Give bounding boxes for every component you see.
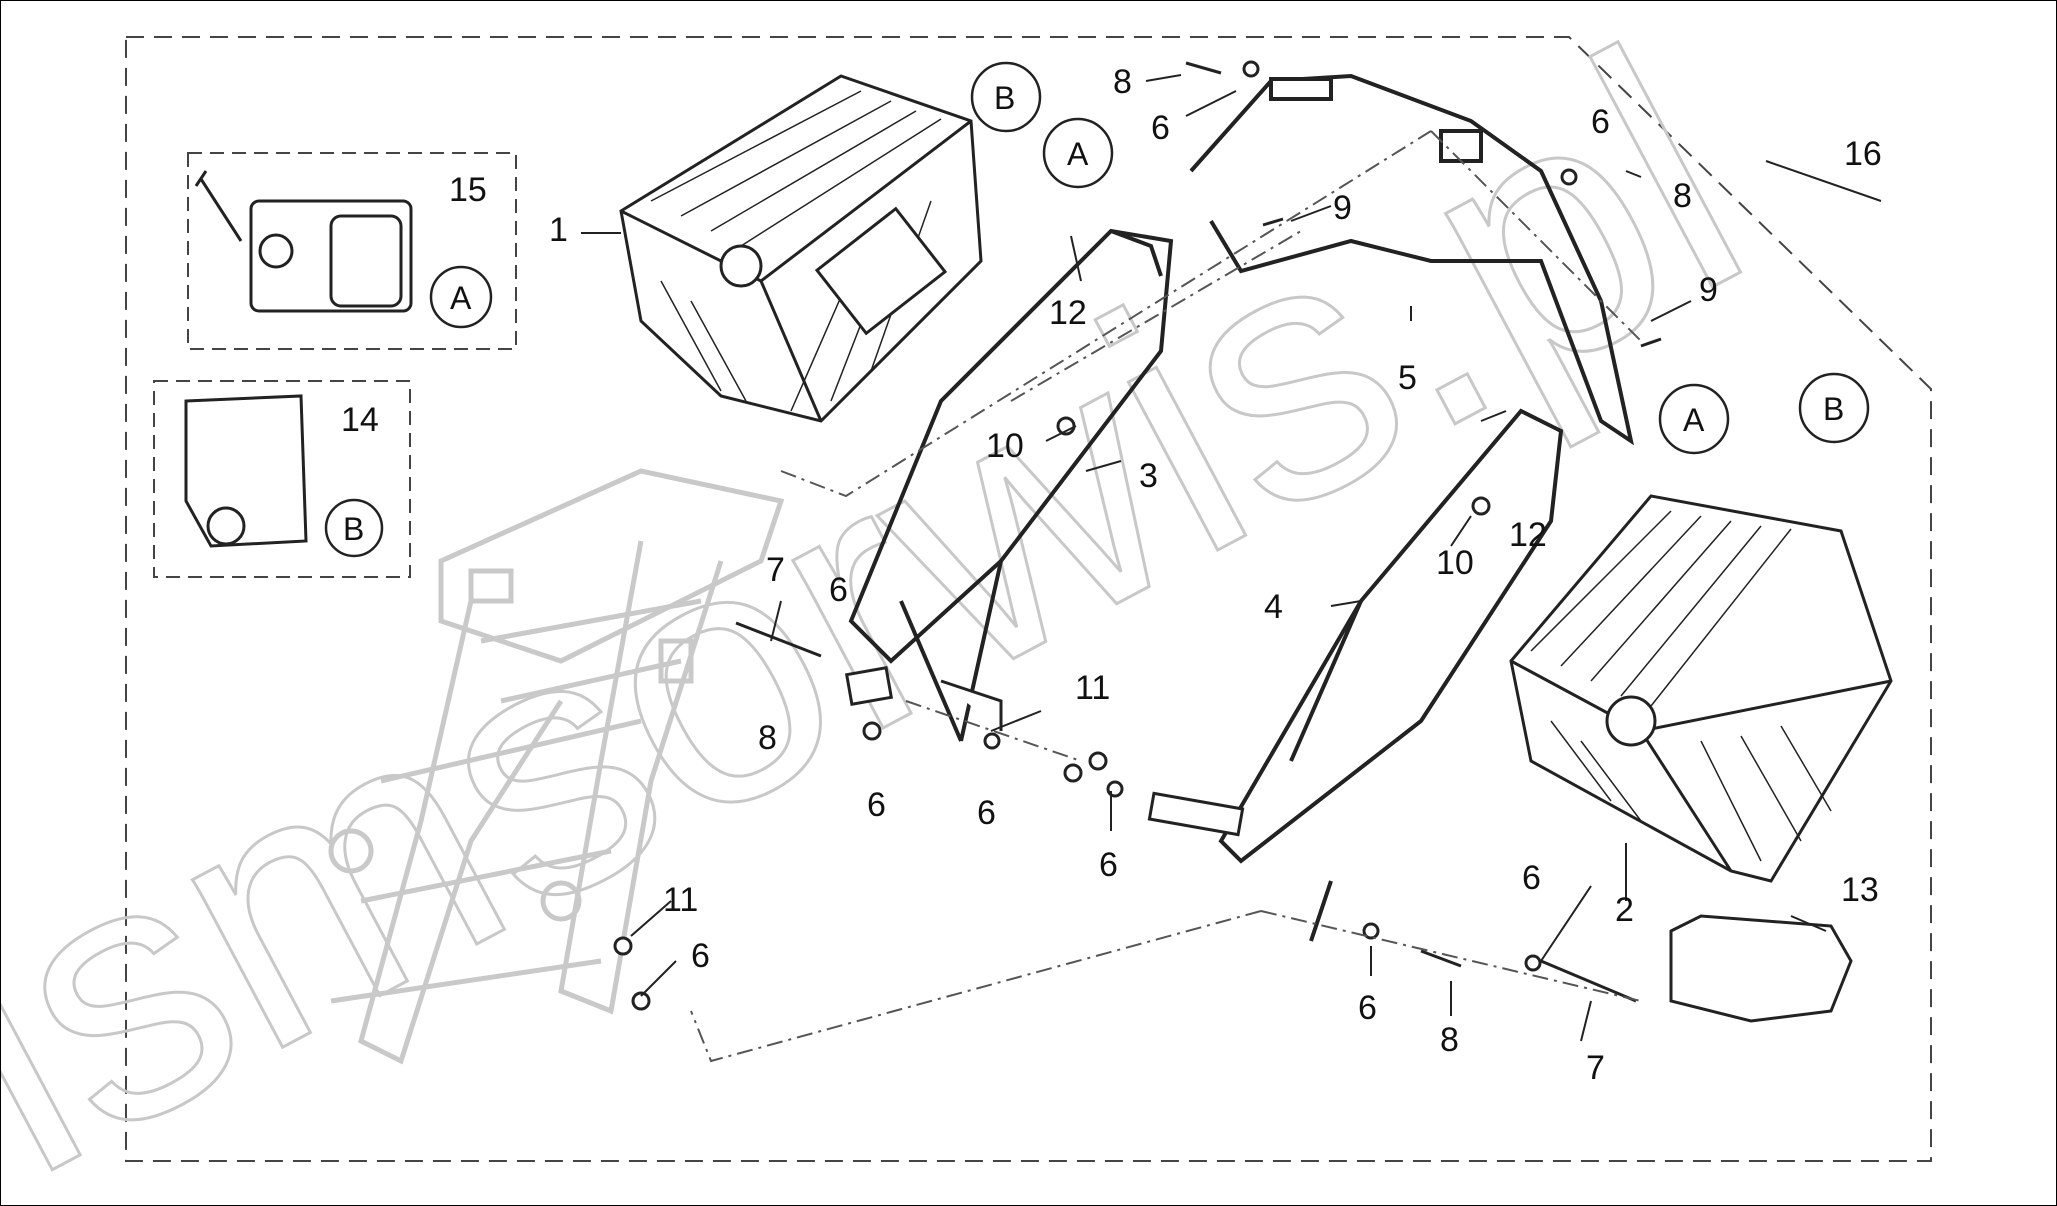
leader-lines — [581, 74, 1882, 1042]
ref-letter-b-case1: B — [994, 80, 1015, 116]
ref-circle-b-case1 — [970, 61, 1042, 133]
ref-circle-b-inset14 — [324, 498, 384, 558]
callout-10-left: 10 — [986, 427, 1024, 465]
ref-circle-a-inset15 — [429, 265, 493, 329]
ref-letter-a-case2: A — [1683, 402, 1705, 438]
ref-circle-b-case2 — [1798, 372, 1870, 444]
rear-frame-ghost — [328, 468, 785, 1065]
callout-11-mid: 11 — [1075, 669, 1110, 707]
callout-6-lower-d: 6 — [1358, 989, 1377, 1027]
ref-circle-a-case2 — [1658, 383, 1730, 455]
callout-7-right: 7 — [1586, 1049, 1605, 1087]
callout-6-lower-e: 6 — [1522, 859, 1541, 897]
inset-box-14 — [153, 380, 411, 578]
lock-set-drawing — [194, 170, 413, 313]
callout-8-mid-left: 8 — [758, 719, 777, 757]
callout-4: 4 — [1264, 588, 1283, 626]
callout-7-left: 7 — [766, 551, 785, 589]
callout-8-top-left: 8 — [1113, 63, 1132, 101]
callout-2: 2 — [1615, 891, 1634, 929]
case-carrier-right — [1218, 408, 1564, 942]
ref-letter-a-inset15: A — [450, 280, 472, 316]
inset-box-15 — [187, 152, 517, 350]
callout-12-left: 12 — [1049, 294, 1087, 332]
side-case-left — [619, 74, 983, 423]
callout-6-lower-b: 6 — [977, 794, 996, 832]
callout-6-mid-left: 6 — [829, 571, 848, 609]
callout-16: 16 — [1844, 135, 1882, 173]
callout-6-lower-c: 6 — [1099, 846, 1118, 884]
callout-11-bottom-left: 11 — [663, 881, 698, 919]
callout-6-lower-a: 6 — [867, 786, 886, 824]
callout-1: 1 — [549, 211, 568, 249]
callout-8-bottom: 8 — [1440, 1021, 1459, 1059]
callout-6-bottom-left: 6 — [691, 937, 710, 975]
reference-circles — [324, 61, 1870, 558]
callout-9-right: 9 — [1699, 271, 1718, 309]
ref-letter-b-case2: B — [1823, 391, 1844, 427]
callout-12-right: 12 — [1509, 516, 1547, 554]
callout-9-top: 9 — [1333, 189, 1352, 227]
latch-drawing — [184, 394, 308, 548]
assembly-lines — [690, 130, 1642, 1063]
callout-3: 3 — [1139, 457, 1158, 495]
case-carrier-left — [848, 228, 1174, 742]
ref-circle-a-case1 — [1042, 117, 1114, 189]
side-case-right — [1509, 494, 1893, 883]
callout-14: 14 — [341, 401, 379, 439]
assembly-boundary — [125, 36, 1932, 1162]
callout-15: 15 — [449, 171, 487, 209]
callout-5: 5 — [1398, 359, 1417, 397]
callout-8-top-right: 8 — [1673, 177, 1692, 215]
callout-13: 13 — [1841, 871, 1879, 909]
callout-6-top-left: 6 — [1151, 109, 1170, 147]
inner-bag — [1669, 914, 1853, 1023]
rear-rack-bar — [1189, 73, 1634, 446]
ref-letter-a-case1: A — [1067, 136, 1089, 172]
callout-10-right: 10 — [1436, 544, 1474, 582]
ref-letter-b-inset14: B — [343, 511, 364, 547]
callout-6-top-right: 6 — [1591, 103, 1610, 141]
